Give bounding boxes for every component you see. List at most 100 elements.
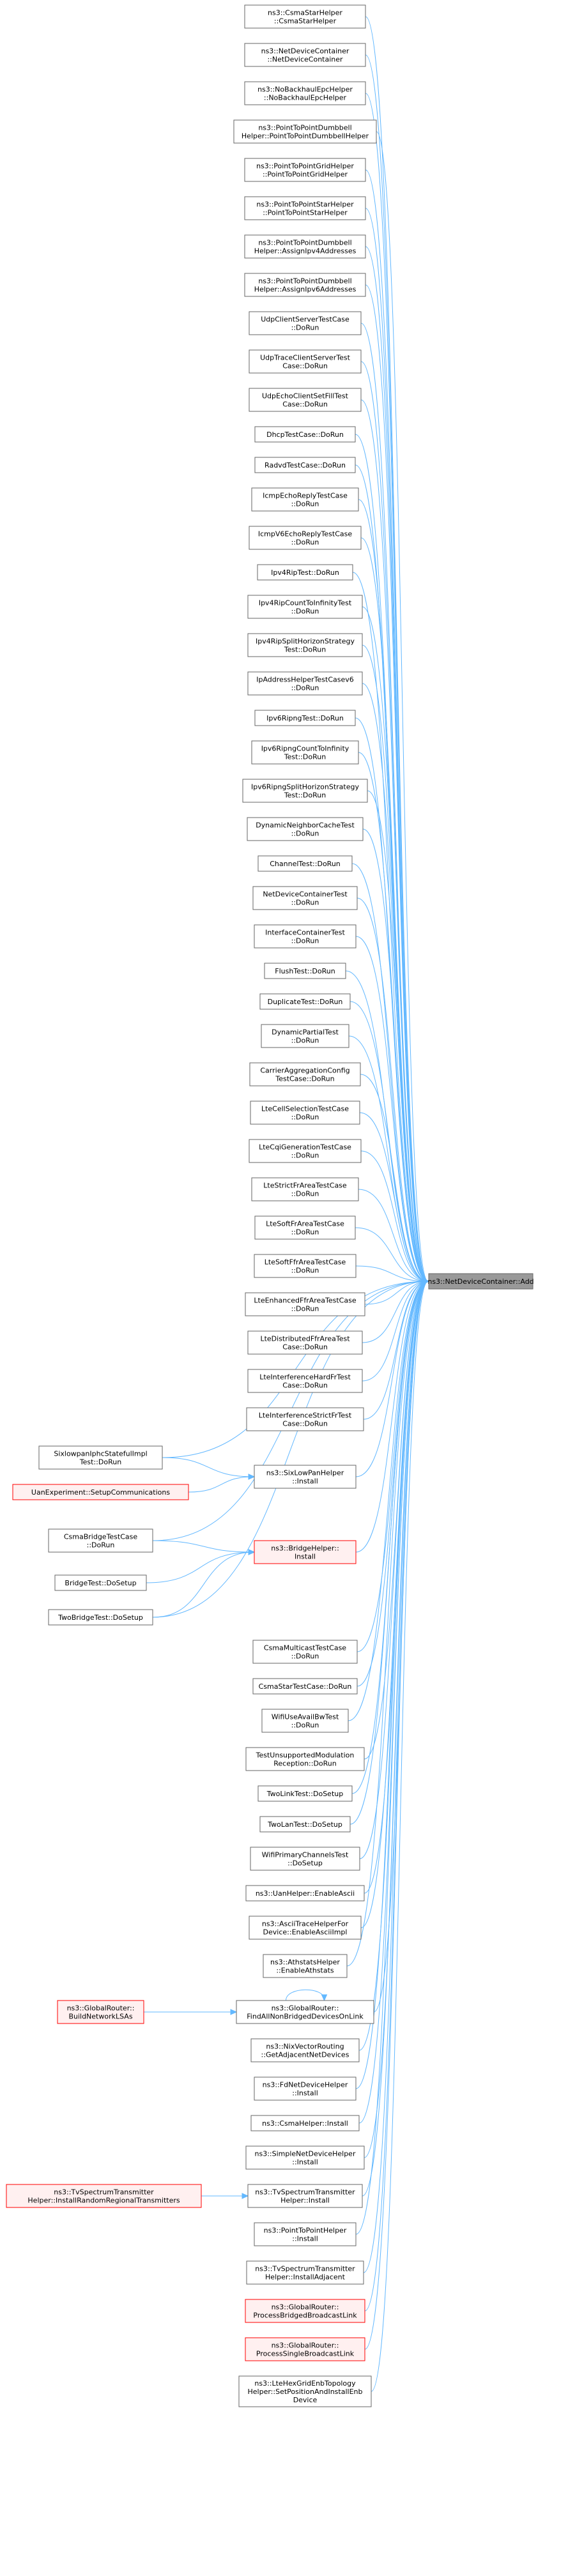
node-label-line: LteInterferenceStrictFrTest [259,1412,352,1420]
caller-node-ltecqigenerationtestcase-dorun[interactable]: LteCqiGenerationTestCase::DoRun [249,1139,362,1163]
caller-node-ns3-tvspectrumtransmitterhelper-installrandomreg[interactable]: ns3::TvSpectrumTransmitterHelper::Instal… [6,2184,202,2208]
caller-node-ipv4riptest-dorun[interactable]: Ipv4RipTest::DoRun [257,564,353,581]
edge-arrowhead [422,1278,430,1284]
call-edge [365,16,430,1284]
caller-node-interfacecontainertest-dorun[interactable]: InterfaceContainerTest::DoRun [254,924,357,949]
caller-node-duplicatetest-dorun[interactable]: DuplicateTest::DoRun [259,993,351,1010]
call-edge [365,284,430,1284]
caller-node-ns3-nobackhaulepchelper-nobackhaulepchelper[interactable]: ns3::NoBackhaulEpcHelper::NoBackhaulEpcH… [244,81,366,105]
node-label-line: UanExperiment::SetupCommunications [31,1488,170,1497]
node-label-line: ::DoRun [291,937,319,945]
caller-node-uanexperiment-setupcommunications[interactable]: UanExperiment::SetupCommunications [12,1484,189,1500]
caller-node-ns3-pointtopointdumbbellhelper-assignipv6address[interactable]: ns3::PointToPointDumbbellHelper::AssignI… [244,273,366,297]
caller-node-ns3-fdnetdevicehelper-install[interactable]: ns3::FdNetDeviceHelper::Install [254,2077,357,2101]
caller-node-ns3-ltehexgridenbtopologyhelper-setpositionandin[interactable]: ns3::LteHexGridEnbTopologyHelper::SetPos… [238,2375,372,2407]
node-label-line: ns3::AsciiTraceHelperFor [262,1920,349,1928]
caller-node-channeltest-dorun[interactable]: ChannelTest::DoRun [257,855,353,872]
node-box [245,2299,365,2323]
caller-node-twolantest-dosetup[interactable]: TwoLanTest::DoSetup [259,1816,351,1833]
caller-node-wifiprimarychannelstest-dosetup[interactable]: WifiPrimaryChannelsTest::DoSetup [250,1847,360,1871]
caller-node-wifiuseavailbwtest-dorun[interactable]: WifiUseAvailBwTest::DoRun [261,1709,349,1733]
caller-node-ns3-bridgehelper-install[interactable]: ns3::BridgeHelper::Install [254,1540,357,1564]
caller-node-lteenhancedffrareatestcase-dorun[interactable]: LteEnhancedFfrAreaTestCase::DoRun [245,1292,365,1316]
caller-node-dynamicneighborcachetest-dorun[interactable]: DynamicNeighborCacheTest::DoRun [247,817,364,841]
caller-node-ns3-pointtopointdumbbellhelper-pointtopointdumbb[interactable]: ns3::PointToPointDumbbellHelper::PointTo… [233,119,377,144]
caller-node-ns3-tvspectrumtransmitterhelper-install[interactable]: ns3::TvSpectrumTransmitterHelper::Instal… [247,2184,363,2208]
caller-node-ns3-pointtopointhelper-install[interactable]: ns3::PointToPointHelper::Install [254,2222,357,2246]
node-label-line: ns3::UanHelper::EnableAscii [256,1889,355,1898]
caller-node-ltesoftffrareatestcase-dorun[interactable]: LteSoftFfrAreaTestCase::DoRun [254,1254,357,1278]
node-box [247,1369,363,1393]
caller-node-ipv6ripngtest-dorun[interactable]: Ipv6RipngTest::DoRun [254,710,356,726]
node-label-line: ::PointToPointGridHelper [263,171,348,179]
node-box [48,1528,153,1553]
edge-line [349,1281,429,1825]
caller-node-radvdtestcase-dorun[interactable]: RadvdTestCase::DoRun [254,457,356,473]
caller-node-dynamicpartialtest-dorun[interactable]: DynamicPartialTest::DoRun [261,1024,349,1048]
caller-node-twolinktest-dosetup[interactable]: TwoLinkTest::DoSetup [257,1785,353,1802]
target-node-netdevicecontainer-add[interactable]: ns3::NetDeviceContainer::Add [427,1273,534,1290]
caller-node-csmamulticasttestcase-dorun[interactable]: CsmaMulticastTestCase::DoRun [252,1640,358,1664]
edge-arrowhead [242,2193,249,2199]
edge-line [348,1281,429,1721]
node-label-line: Test::DoRun [284,791,326,800]
caller-node-ns3-netdevicecontainer-netdevicecontainer[interactable]: ns3::NetDeviceContainer::NetDeviceContai… [244,43,366,67]
node-label-line: ::EnableAthstats [276,1967,334,1975]
node-label-line: TwoLinkTest::DoSetup [266,1790,343,1798]
caller-node-ns3-globalrouter-processsinglebroadcastlink[interactable]: ns3::GlobalRouter::ProcessSingleBroadcas… [245,2337,365,2361]
node-label-line: LteCellSelectionTestCase [261,1105,349,1113]
caller-node-ns3-globalrouter-findallnonbridgeddevicesonlink[interactable]: ns3::GlobalRouter::FindAllNonBridgedDevi… [236,2000,374,2024]
caller-node-ns3-tvspectrumtransmitterhelper-installadjacent[interactable]: ns3::TvSpectrumTransmitterHelper::Instal… [246,2260,364,2285]
caller-node-ns3-csmahelper-install[interactable]: ns3::CsmaHelper::Install [250,2115,360,2131]
caller-node-ns3-globalrouter-buildnetworklsas[interactable]: ns3::GlobalRouter::BuildNetworkLSAs [57,2000,144,2024]
call-edge [162,1457,256,1480]
node-label-line: ns3::NixVectorRouting [266,2043,344,2051]
caller-node-ns3-pointtopointgridhelper-pointtopointgridhelpe[interactable]: ns3::PointToPointGridHelper::PointToPoin… [244,158,366,182]
caller-node-ipv4ripcounttoinfinitytest-dorun[interactable]: Ipv4RipCountToInfinityTest::DoRun [247,595,363,619]
caller-node-twobridgetest-dosetup[interactable]: TwoBridgeTest::DoSetup [48,1609,153,1626]
caller-node-ns3-nixvectorrouting-getadjacentnetdevices[interactable]: ns3::NixVectorRouting::GetAdjacentNetDev… [250,2038,360,2062]
caller-node-ns3-uanhelper-enableascii[interactable]: ns3::UanHelper::EnableAscii [245,1885,365,1902]
caller-node-ns3-pointtopointstarhelper-pointtopointstarhelpe[interactable]: ns3::PointToPointStarHelper::PointToPoin… [244,196,366,220]
caller-node-ns3-simplenetdevicehelper-install[interactable]: ns3::SimpleNetDeviceHelper::Install [245,2145,365,2170]
node-label-line: ns3::SixLowPanHelper [266,1469,344,1477]
caller-node-ns3-asciitracehelperfordevice-enableasciiimpl[interactable]: ns3::AsciiTraceHelperForDevice::EnableAs… [249,1916,362,1940]
caller-node-icmpv6echoreplytestcase-dorun[interactable]: IcmpV6EchoReplyTestCase::DoRun [249,526,362,550]
caller-node-ltesoftfrareatestcase-dorun[interactable]: LteSoftFrAreaTestCase::DoRun [254,1216,356,1240]
caller-node-netdevicecontainertest-dorun[interactable]: NetDeviceContainerTest::DoRun [252,886,358,910]
caller-node-ns3-athstatshelper-enableathstats[interactable]: ns3::AthstatsHelper::EnableAthstats [263,1954,348,1978]
node-box [261,1024,349,1048]
caller-node-ns3-sixlowpanhelper-install[interactable]: ns3::SixLowPanHelper::Install [254,1465,357,1489]
node-label-line: LteSoftFrAreaTestCase [266,1220,344,1228]
caller-node-csmastartestcase-dorun[interactable]: CsmaStarTestCase::DoRun [252,1678,358,1695]
caller-node-ns3-csmastarhelper-csmastarhelper[interactable]: ns3::CsmaStarHelper::CsmaStarHelper [244,4,366,29]
caller-node-ns3-pointtopointdumbbellhelper-assignipv4address[interactable]: ns3::PointToPointDumbbellHelper::AssignI… [244,234,366,259]
node-label-line: ::DoRun [291,324,319,332]
caller-node-flushtest-dorun[interactable]: FlushTest::DoRun [264,963,346,979]
edge-line [346,1281,429,1967]
node-box [254,2222,357,2246]
node-box [38,1445,163,1470]
caller-node-ltecellselectiontestcase-dorun[interactable]: LteCellSelectionTestCase::DoRun [250,1101,360,1125]
caller-node-dhcptestcase-dorun[interactable]: DhcpTestCase::DoRun [254,426,356,443]
caller-node-icmpechoreplytestcase-dorun[interactable]: IcmpEchoReplyTestCase::DoRun [251,487,359,512]
edge-line [360,1150,429,1282]
node-label-line: Reception::DoRun [273,1760,337,1768]
caller-node-bridgetest-dosetup[interactable]: BridgeTest::DoSetup [54,1574,147,1591]
caller-node-csmabridgetestcase-dorun[interactable]: CsmaBridgeTestCase::DoRun [48,1528,153,1553]
caller-node-ipaddresshelpertestcasev6-dorun[interactable]: IpAddressHelperTestCasev6::DoRun [247,671,363,696]
caller-node-testunsupportedmodulationreception-dorun[interactable]: TestUnsupportedModulationReception::DoRu… [245,1747,365,1771]
caller-node-udpclientservertestcase-dorun[interactable]: UdpClientServerTestCase::DoRun [249,311,362,335]
caller-node-ns3-globalrouter-processbridgedbroadcastlink[interactable]: ns3::GlobalRouter::ProcessBridgedBroadca… [245,2299,365,2323]
caller-node-ltestrictfrareatestcase-dorun[interactable]: LteStrictFrAreaTestCase::DoRun [251,1177,359,1201]
